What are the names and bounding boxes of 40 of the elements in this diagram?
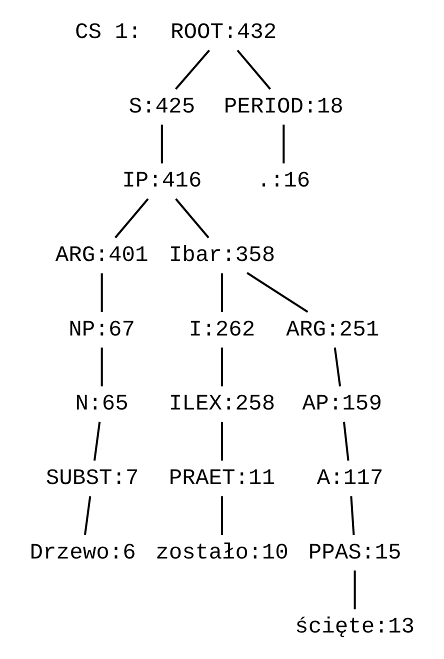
connector [114, 198, 149, 238]
node-text: ILEX:258 [168, 392, 276, 417]
connector [84, 496, 92, 536]
node-text: ARG:251 [286, 317, 380, 342]
connector [93, 422, 101, 461]
node-text: NP:67 [68, 317, 136, 342]
node-text: S:425 [128, 94, 196, 120]
connector [174, 50, 210, 90]
connector [342, 422, 350, 461]
node-text: Drzewo:6 [30, 540, 136, 566]
node-text: PPAS:15 [308, 540, 402, 566]
node-text: ścięte:13 [295, 614, 415, 640]
node-text: PERIOD:18 [224, 94, 344, 120]
connector [350, 496, 355, 535]
connector [100, 348, 103, 386]
node-text: PRAET:11 [168, 466, 276, 491]
node-text: ROOT:432 [170, 20, 277, 46]
connector [175, 198, 210, 238]
connector [220, 348, 224, 386]
node-text: A:117 [316, 466, 384, 491]
node-text: zostało:10 [156, 540, 288, 566]
connector [334, 347, 342, 386]
connector [220, 273, 224, 312]
node-text: I:262 [188, 317, 256, 342]
node-text: AP:159 [302, 392, 382, 417]
connector [220, 496, 224, 535]
node-text: IP:416 [122, 168, 202, 194]
label: CS 1: [74, 20, 142, 46]
connector [246, 272, 308, 313]
node-text: Ibar:358 [168, 243, 276, 268]
connector [236, 50, 271, 90]
connector [354, 570, 356, 610]
connector [220, 422, 224, 461]
node-text: SUBST:7 [46, 466, 139, 491]
connector [282, 124, 285, 164]
node-text: .:16 [257, 168, 310, 194]
connector [160, 124, 163, 164]
node-text: ARG:401 [55, 243, 148, 268]
node-text: N:65 [75, 392, 128, 417]
connector [100, 273, 103, 312]
